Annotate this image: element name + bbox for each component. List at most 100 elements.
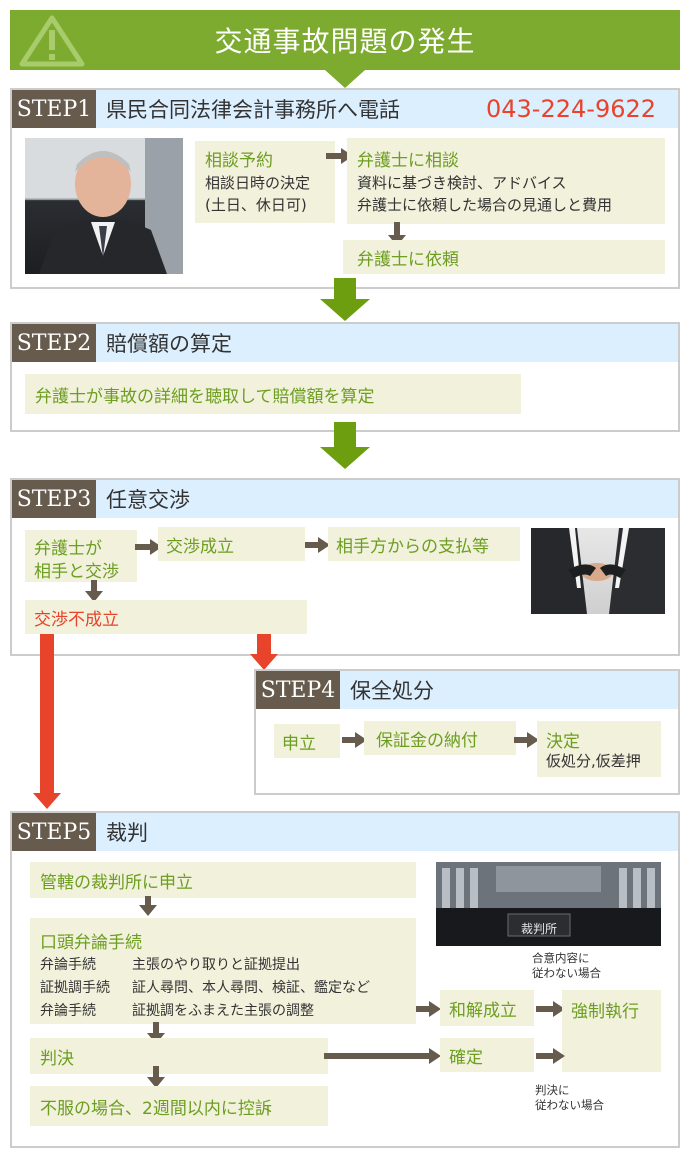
step1-title: 県民合同法律会計事務所へ電話 [106,98,400,122]
banner-pointer [325,70,365,88]
oral-row-3-desc: 証拠調をふまえた主張の調整 [132,1003,314,1019]
step2-header [12,324,678,362]
decision-desc: 仮処分,仮差押 [546,752,641,770]
arrow-right-icon [429,1001,441,1017]
arrow-shaft [91,580,97,592]
arrow-shaft [342,737,356,743]
note-agreement-line2: 従わない場合 [532,966,601,980]
judgment-box [30,1038,328,1074]
request-label: 弁護士に依頼 [357,249,459,270]
red-arrow-shaft [40,634,54,794]
negotiate-box [25,530,137,582]
arrow-shaft [416,1006,430,1012]
arrow-shaft [324,1053,430,1059]
oral-row-2-desc: 証人尋問、本人尋問、検証、鑑定など [132,980,370,996]
arrow-right-icon [553,1048,565,1064]
consult-title: 弁護士に相談 [357,151,459,171]
step1-label: STEP1 [12,90,96,128]
assessment-desc: 弁護士が事故の詳細を聴取して賠償額を算定 [35,386,375,407]
payment-label: 相手方からの支払等 [336,536,489,557]
step4-title: 保全処分 [350,679,434,703]
apply-box [274,724,340,758]
red-arrow-down-icon [250,654,278,670]
court-photo [436,862,661,946]
settlement-label: 和解成立 [449,1000,517,1021]
step1-header [12,90,678,128]
success-box [158,527,305,561]
arrow-shaft [135,544,151,550]
consult-desc-line1: 資料に基づき検討、アドバイス [357,174,567,192]
fail-label: 交渉不成立 [34,609,119,630]
deposit-label: 保証金の納付 [376,730,478,751]
final-box [440,1038,534,1072]
arrow-shaft [536,1006,554,1012]
file-box [30,862,416,898]
arrow-down-icon [147,1077,165,1088]
note-agreement-line1: 合意内容に [532,951,590,965]
header-banner [10,10,680,70]
arrow-right-icon [318,537,330,553]
note-judgment-line1: 判決に [535,1083,570,1097]
success-label: 交渉成立 [166,536,234,557]
arrow-shaft [153,1022,159,1034]
phone-number[interactable]: 043-224-9622 [486,95,657,123]
payment-box [328,527,520,561]
reserve-box [195,141,335,223]
oral-row-1-name: 弁論手続 [40,957,96,973]
step3-header [12,480,678,518]
decision-box [537,721,661,777]
arrow-shaft [514,737,528,743]
handshake-photo [531,528,665,614]
flow-arrow-down-icon [320,299,370,321]
arrow-shaft [536,1053,554,1059]
request-box [343,240,665,274]
oral-row-2-name: 証拠調手続 [40,980,110,996]
red-arrow-down-icon [33,793,61,809]
reserve-desc-line2: (土日、休日可) [205,196,307,214]
step2-label: STEP2 [12,324,96,362]
consult-box [347,138,665,224]
arrow-down-icon [85,591,103,602]
step3-label: STEP3 [12,480,96,518]
settlement-box [440,990,534,1026]
step3-title: 任意交渉 [106,488,190,512]
enforce-label: 強制執行 [571,1002,639,1022]
appeal-box [30,1086,328,1126]
oral-box [30,918,416,1024]
negotiate-line2: 相手と交渉 [34,562,119,582]
arrow-shaft [326,153,342,159]
consult-desc-line2: 弁護士に依頼した場合の見通しと費用 [357,196,613,214]
step5-header [12,813,678,851]
arrow-shaft [145,896,151,906]
step5-label: STEP5 [12,813,96,851]
final-label: 確定 [449,1047,483,1068]
appeal-label: 不服の場合、2週間以内に控訴 [40,1098,272,1119]
apply-label: 申立 [282,733,316,754]
oral-row-1-desc: 主張のやり取りと証拠提出 [132,957,300,973]
deposit-box [364,721,516,755]
decision-label: 決定 [546,732,580,752]
warning-icon [19,15,85,67]
assessment-box [25,374,521,414]
flow-arrow-shaft [334,278,356,300]
oral-row-3-name: 弁論手続 [40,1003,96,1019]
file-label: 管轄の裁判所に申立 [40,872,193,893]
fail-box [25,600,307,634]
lawyer-photo [25,138,183,274]
page-title: 交通事故問題の発生 [214,25,476,58]
arrow-right-icon [429,1048,441,1064]
arrow-down-icon [139,905,157,916]
arrow-shaft [305,542,319,548]
flow-arrow-down-icon [320,447,370,469]
judgment-label: 判決 [40,1048,74,1069]
court-sign: 裁判所 [520,921,557,936]
arrow-right-icon [527,732,539,748]
enforce-box [562,990,661,1072]
flow-arrow-shaft [334,422,356,448]
reserve-desc-line1: 相談日時の決定 [205,174,311,192]
red-arrow-shaft [257,634,271,656]
negotiate-line1: 弁護士が [34,539,102,559]
note-judgment-line2: 従わない場合 [535,1098,604,1112]
step2-title: 賠償額の算定 [106,332,232,356]
arrow-shaft [153,1066,159,1078]
